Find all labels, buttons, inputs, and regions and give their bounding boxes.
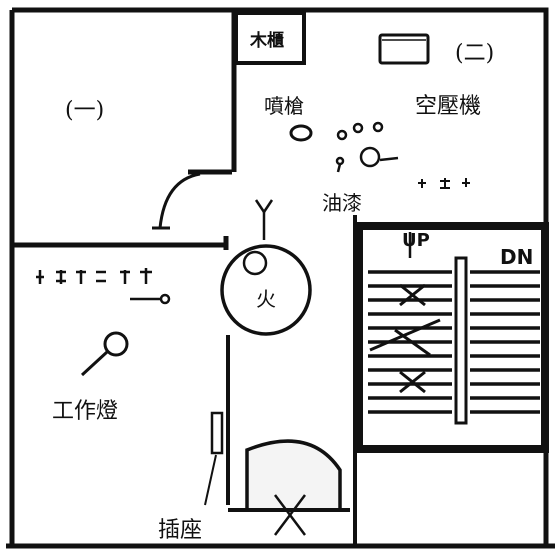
paint-label: 油漆 bbox=[322, 191, 362, 215]
work-lamp-label: 工作燈 bbox=[52, 399, 119, 424]
room-two-label: (二) bbox=[455, 41, 495, 66]
scribble-marks bbox=[418, 178, 470, 189]
stair-up-label: UP bbox=[402, 230, 430, 251]
wooden-cabinet bbox=[234, 11, 306, 65]
bottom-door bbox=[228, 439, 350, 536]
compressor-label: 空壓機 bbox=[415, 94, 482, 119]
room-one-door bbox=[158, 172, 201, 229]
fire-label: 火 bbox=[256, 287, 276, 311]
fire-zone bbox=[220, 199, 312, 336]
work-bench bbox=[36, 268, 171, 305]
spray-gun bbox=[289, 124, 313, 142]
cabinet-label: 木櫃 bbox=[250, 31, 284, 51]
room-one-label: (一) bbox=[65, 98, 105, 123]
stair-down-label: DN bbox=[500, 245, 534, 269]
socket bbox=[210, 411, 224, 455]
work-lamp bbox=[80, 331, 129, 377]
spray-gun-label: 噴槍 bbox=[264, 94, 304, 118]
socket-label: 插座 bbox=[158, 518, 203, 543]
paint-cans bbox=[335, 121, 399, 173]
compressor-box bbox=[378, 33, 430, 65]
stairwell bbox=[355, 222, 549, 453]
